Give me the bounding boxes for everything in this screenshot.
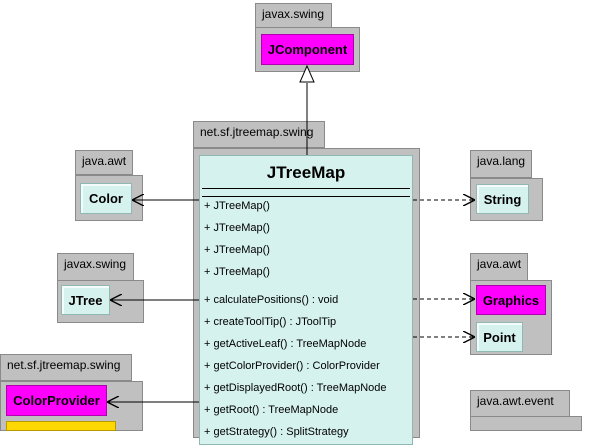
- attributes-divider: [202, 188, 410, 189]
- method-item: + getDisplayedRoot() : TreeMapNode: [204, 382, 387, 394]
- package-tab-jtreemap-left: net.sf.jtreemap.swing: [0, 354, 132, 381]
- constructor-item: + JTreeMap(): [204, 266, 270, 278]
- package-tab-jtreemap: net.sf.jtreemap.swing: [193, 121, 325, 148]
- generalization-triangle: [299, 64, 315, 83]
- relationship-lines: [107, 64, 475, 427]
- method-item: + calculatePositions() : void: [204, 294, 339, 306]
- method-item: + getColorProvider() : ColorProvider: [204, 360, 380, 372]
- package-tab-java-awt-left: java.awt: [75, 150, 133, 175]
- class-color[interactable]: Color: [80, 183, 132, 214]
- method-item: + getActiveLeaf() : TreeMapNode: [204, 338, 367, 350]
- class-jtree[interactable]: JTree: [61, 285, 110, 315]
- package-tab-javax-swing-top: javax.swing: [255, 3, 332, 28]
- class-jtreemap-title: JTreeMap: [266, 163, 346, 182]
- class-point[interactable]: Point: [476, 322, 523, 352]
- package-tab-java-lang: java.lang: [470, 150, 532, 178]
- class-jcomponent[interactable]: JComponent: [261, 34, 354, 65]
- method-item: + getStrategy() : SplitStrategy: [204, 426, 349, 438]
- class-jtreemap[interactable]: JTreeMap + JTreeMap() + JTreeMap() + JTree…: [199, 155, 413, 445]
- class-colorprovider[interactable]: ColorProvider: [6, 385, 107, 416]
- package-tab-java-awt-event: java.awt.event: [470, 390, 570, 418]
- operations-divider: [202, 196, 410, 197]
- class-graphics[interactable]: Graphics: [476, 285, 546, 315]
- constructor-item: + JTreeMap(): [204, 222, 270, 234]
- method-item: + getRoot() : TreeMapNode: [204, 404, 339, 416]
- constructor-item: + JTreeMap(): [204, 244, 270, 256]
- class-string[interactable]: String: [476, 184, 529, 214]
- method-item: + createToolTip() : JToolTip: [204, 316, 337, 328]
- constructor-item: + JTreeMap(): [204, 200, 270, 212]
